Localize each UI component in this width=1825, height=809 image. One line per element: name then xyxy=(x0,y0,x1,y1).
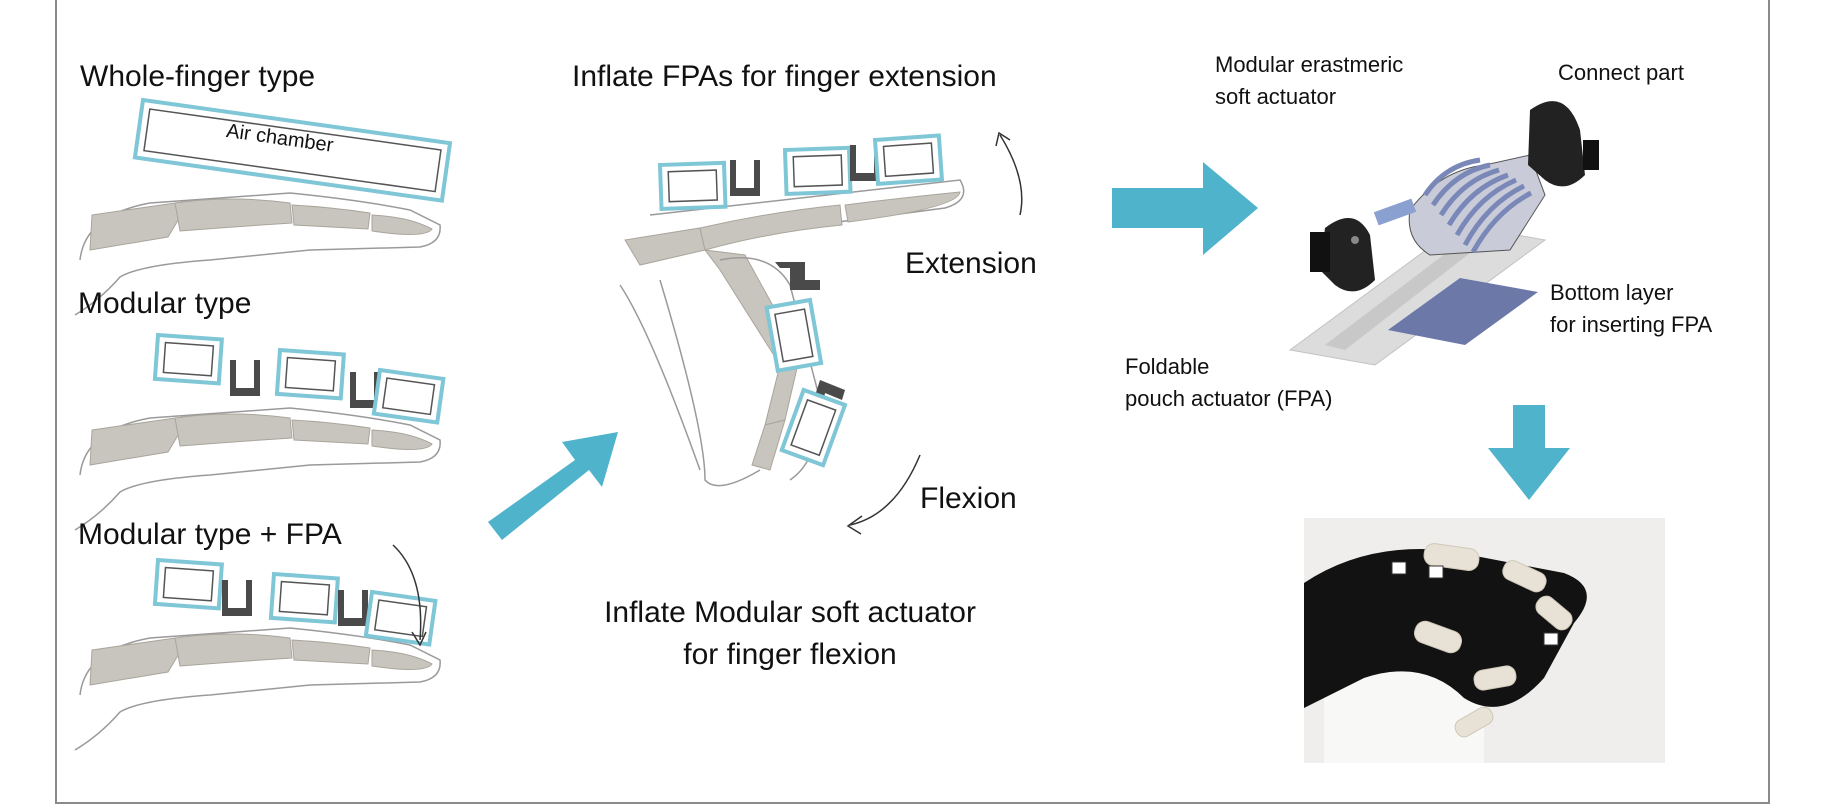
flexion-label: Flexion xyxy=(920,482,1017,515)
flexion-caption-line1: Inflate Modular soft actuator xyxy=(604,596,976,629)
extension-label: Extension xyxy=(905,247,1037,280)
flexion-caption-line2: for finger flexion xyxy=(683,638,897,671)
fpa-label-line2: pouch actuator (FPA) xyxy=(1125,386,1333,411)
connect-part-label: Connect part xyxy=(1558,60,1684,85)
actuator-exploded-diagram xyxy=(1288,101,1599,366)
modular-title: Modular type xyxy=(78,287,252,320)
glove-photo xyxy=(1304,518,1665,763)
actuator-label-line1: Modular erastmeric xyxy=(1215,52,1404,77)
finger-bend-diagram xyxy=(619,131,1023,535)
bottom-layer-line1: Bottom layer xyxy=(1550,280,1674,305)
whole-finger-diagram xyxy=(74,97,453,316)
fpa-label-line1: Foldable xyxy=(1125,354,1210,379)
figure-border xyxy=(55,0,1770,804)
modular-diagram xyxy=(74,333,446,531)
modular-fpa-diagram xyxy=(74,544,441,751)
modular-fpa-title: Modular type + FPA xyxy=(78,518,342,551)
arrow-to-actuator xyxy=(1112,162,1258,255)
arrow-to-glove xyxy=(1488,405,1570,500)
actuator-label-line2: soft actuator xyxy=(1215,84,1337,109)
whole-finger-title: Whole-finger type xyxy=(80,60,316,93)
bottom-layer-line2: for inserting FPA xyxy=(1550,312,1713,337)
extension-caption: Inflate FPAs for finger extension xyxy=(572,60,997,93)
arrow-to-flexion xyxy=(488,432,618,540)
